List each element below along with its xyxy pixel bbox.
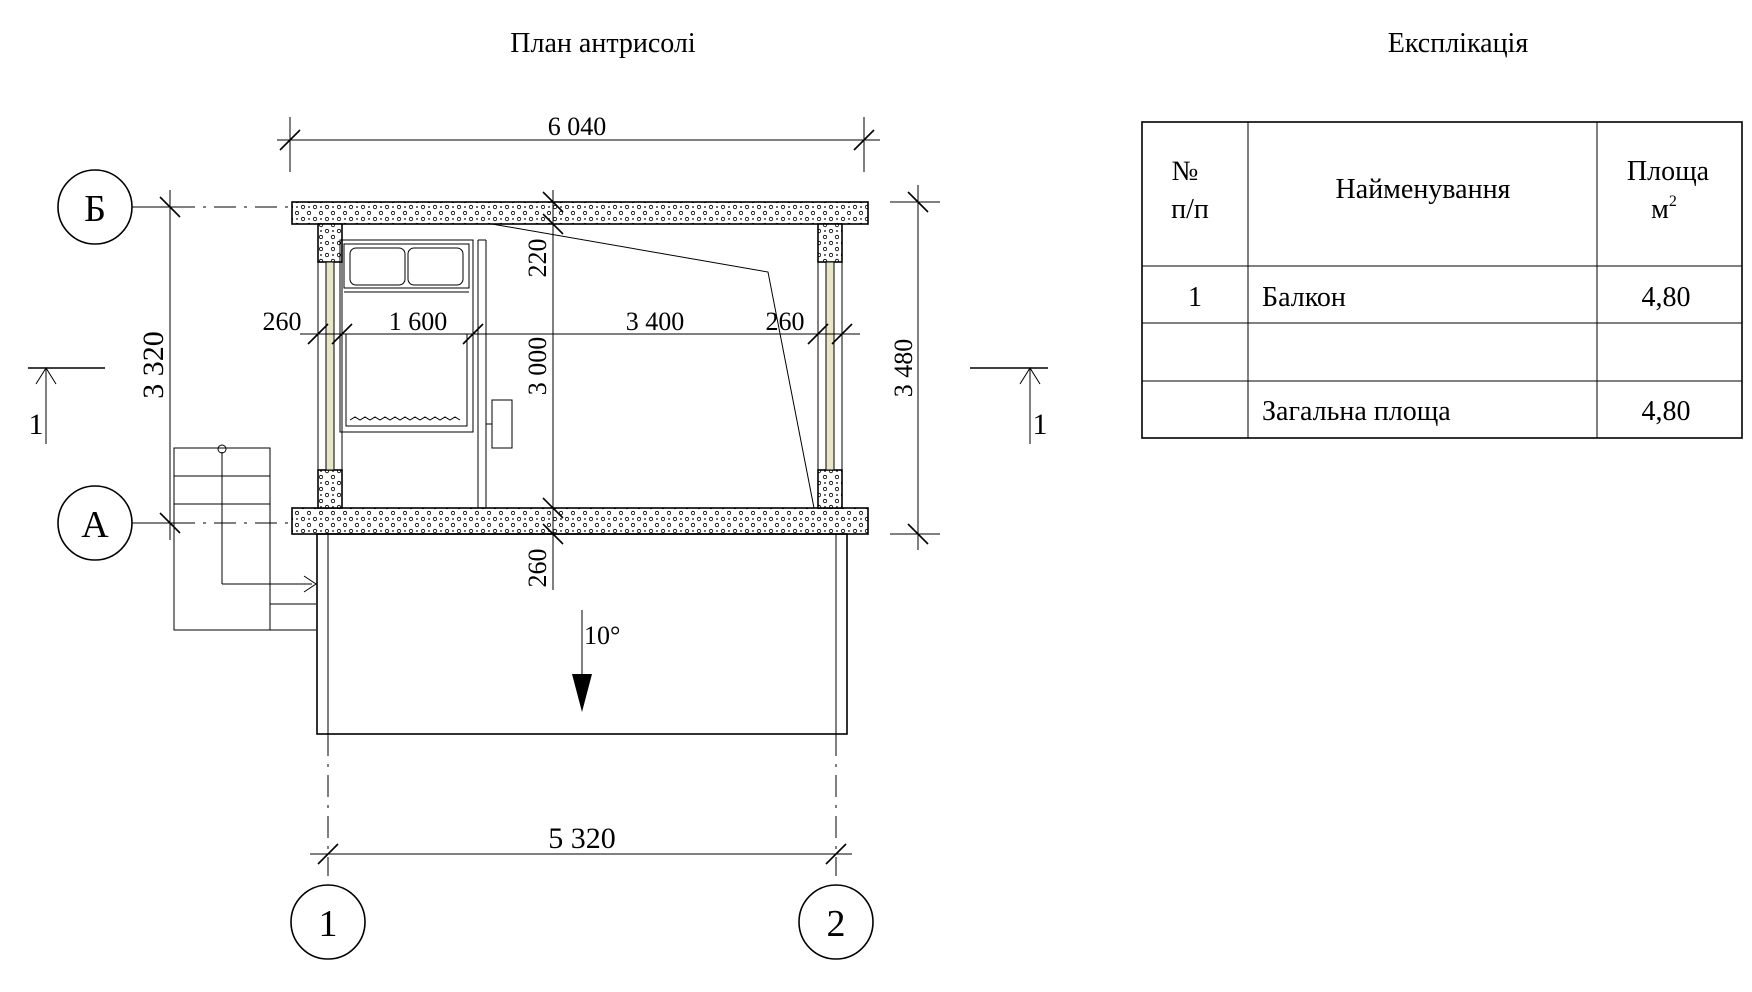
walls bbox=[291, 201, 869, 535]
axis-b: Б bbox=[57, 169, 292, 245]
table-row: 1 Балкон 4,80 bbox=[1188, 282, 1691, 313]
dim-bottom-wall-label: 260 bbox=[523, 549, 552, 588]
dim-top-wall-label: 220 bbox=[523, 239, 552, 278]
dim-overall-top: 6 040 bbox=[277, 112, 880, 172]
roof-outline bbox=[491, 223, 815, 509]
window-left bbox=[325, 261, 335, 471]
axis-1-label: 1 bbox=[319, 903, 338, 945]
explication: Експлікація № п/п Найменування Площа м2 … bbox=[1141, 28, 1743, 439]
header-num-line1: № bbox=[1172, 156, 1199, 187]
wall-left-lower bbox=[317, 469, 343, 509]
axis-2: 2 bbox=[798, 734, 874, 960]
dim-left-vertical-label: 3 320 bbox=[137, 331, 170, 399]
window-right bbox=[825, 261, 835, 471]
dim-bed-width-label: 1 600 bbox=[389, 307, 448, 336]
dim-room-width-label: 3 400 bbox=[626, 307, 685, 336]
dim-right-vertical-label: 3 480 bbox=[889, 339, 918, 398]
dim-left-vertical: 3 320 bbox=[137, 190, 190, 540]
bed bbox=[339, 239, 474, 433]
section-mark-left: 1 bbox=[28, 367, 105, 444]
axis-1: 1 bbox=[290, 734, 366, 960]
wall-right-lower bbox=[817, 469, 843, 509]
wall-top bbox=[291, 201, 869, 225]
stair bbox=[173, 444, 317, 631]
wall-left-upper bbox=[317, 223, 343, 263]
plan-title: План антрисолі bbox=[510, 28, 696, 59]
section-mark-right: 1 bbox=[970, 367, 1048, 444]
explication-title: Експлікація bbox=[1388, 28, 1529, 59]
table-row: Загальна площа 4,80 bbox=[1262, 396, 1691, 427]
row-3-name: Загальна площа bbox=[1262, 396, 1451, 427]
slope-arrow: 10° bbox=[572, 610, 620, 712]
row-1-area: 4,80 bbox=[1642, 282, 1691, 313]
header-area-line1: Площа bbox=[1627, 156, 1710, 187]
axis-a: А bbox=[57, 485, 292, 561]
header-name: Найменування bbox=[1336, 174, 1511, 205]
row-1-num: 1 bbox=[1188, 282, 1202, 313]
dim-chain-vertical: 220 3 000 260 bbox=[523, 190, 564, 590]
wall-right-upper bbox=[817, 223, 843, 263]
section-mark-right-label: 1 bbox=[1033, 408, 1048, 441]
row-1-name: Балкон bbox=[1262, 282, 1346, 313]
balcony bbox=[316, 533, 848, 735]
axis-b-label: Б bbox=[84, 188, 106, 230]
axis-a-label: А bbox=[81, 504, 109, 546]
wall-bottom bbox=[291, 507, 869, 535]
dim-wall-right-label: 260 bbox=[766, 307, 805, 336]
header-num-line2: п/п bbox=[1171, 194, 1209, 225]
dim-overall-top-label: 6 040 bbox=[548, 112, 607, 141]
dim-wall-left-label: 260 bbox=[263, 307, 302, 336]
floor-plan: План антрисолі 6 040 Б А bbox=[28, 28, 1048, 960]
section-mark-left-label: 1 bbox=[29, 408, 44, 441]
header-area-unit: м2 bbox=[1651, 193, 1677, 225]
dim-bottom-overall-label: 5 320 bbox=[548, 822, 616, 855]
dim-room-depth-label: 3 000 bbox=[523, 337, 552, 396]
dim-right-vertical: 3 480 bbox=[889, 185, 940, 550]
slope-label: 10° bbox=[584, 621, 620, 650]
dim-bottom-overall: 5 320 bbox=[310, 822, 852, 865]
wardrobe bbox=[477, 239, 513, 508]
axis-2-label: 2 bbox=[827, 903, 846, 945]
dim-chain-horizontal: 260 1 600 3 400 260 bbox=[263, 307, 860, 345]
row-3-area: 4,80 bbox=[1642, 396, 1691, 427]
